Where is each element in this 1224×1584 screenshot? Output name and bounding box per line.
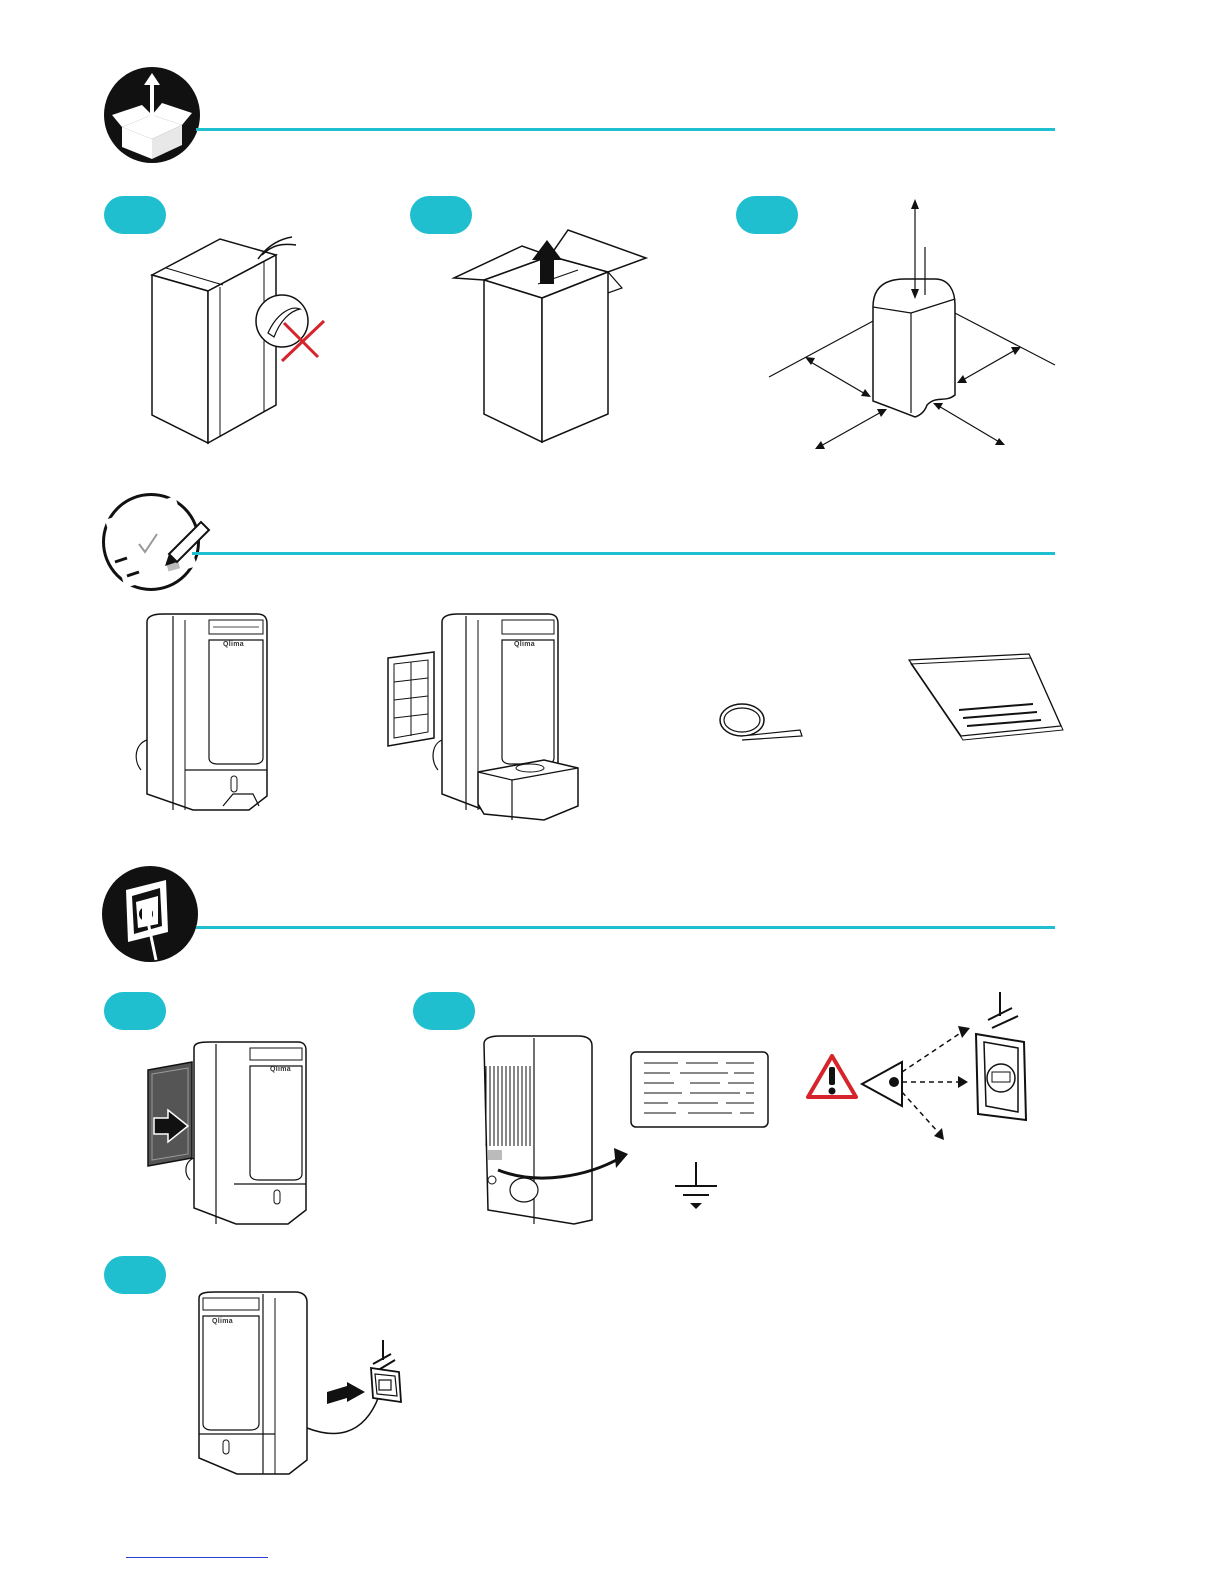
air-cooler-open-illustration [384,610,584,830]
footer-link-underline[interactable] [126,1557,268,1558]
rating-label-card [630,1051,770,1129]
step-badge-6 [104,1256,166,1294]
earth-ground-icon [671,1162,721,1210]
drain-hose-illustration [712,696,812,746]
section-rule-contents [192,552,1055,555]
brand-label-step6: Qlima [212,1318,233,1325]
section-rule-unboxing [196,128,1055,131]
brand-label-unit: Qlima [223,641,244,648]
step-badge-4 [104,992,166,1030]
brand-label-step4: Qlima [270,1066,291,1073]
warning-triangle-icon [805,1053,859,1101]
power-plug-icon [102,866,198,962]
strapped-box-illustration [140,225,340,455]
plug-in-unit-illustration [193,1288,433,1478]
inspect-socket-illustration [858,990,1038,1150]
section-rule-connection [196,926,1055,929]
checklist-icon [102,493,200,591]
open-box-illustration [450,226,660,446]
insert-filter-illustration [140,1038,320,1228]
rating-plate-illustration [478,1030,638,1230]
clearance-distances-illustration [765,195,1065,465]
unboxing-icon [104,67,200,163]
step-badge-5 [413,992,475,1030]
instruction-manual-illustration [905,652,1065,742]
air-cooler-unit-illustration [133,610,283,820]
brand-label-unit-open: Qlima [514,641,535,648]
